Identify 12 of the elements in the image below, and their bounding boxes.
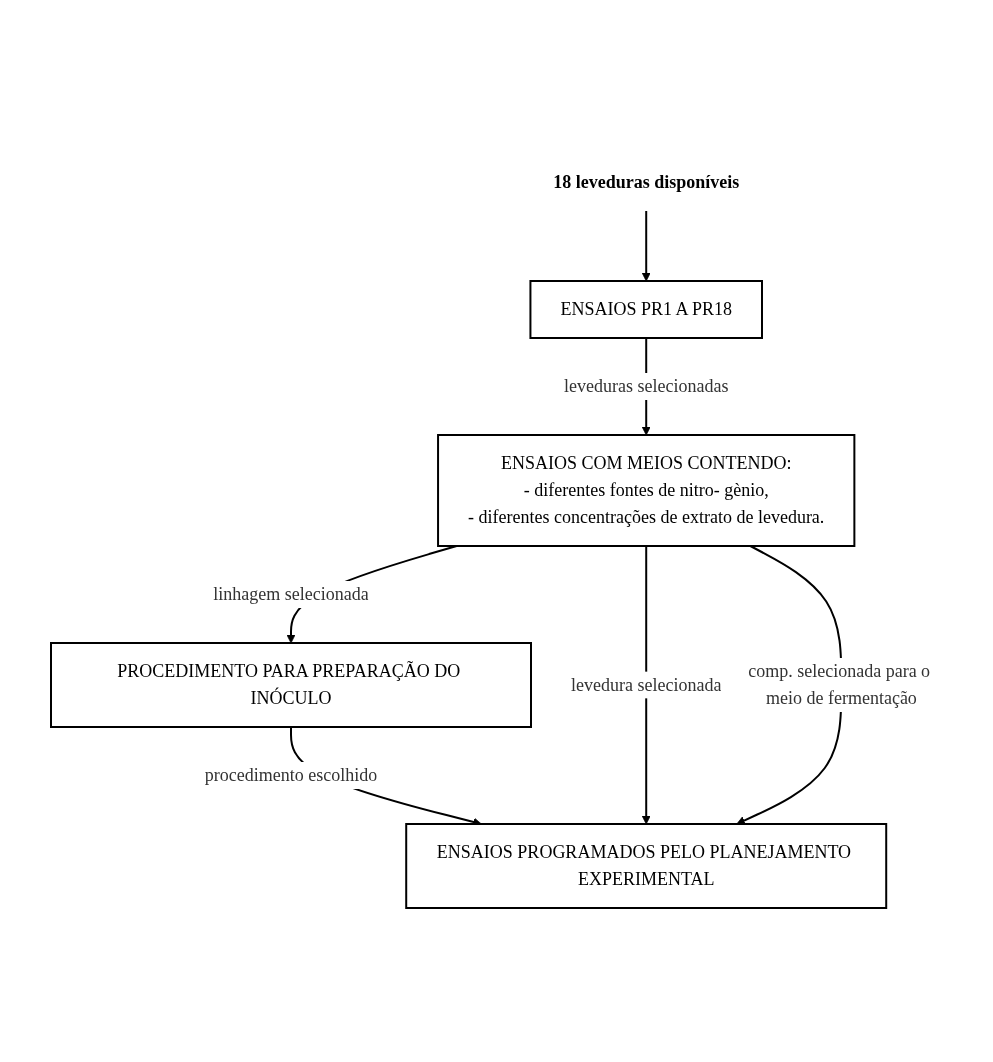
- node-box: ENSAIOS COM MEIOS CONTENDO: - diferentes fontes de nitro- gènio, - diferentes concentrações de extrato de levedura.: [437, 434, 856, 547]
- edge-label: leveduras selecionadas: [564, 376, 729, 396]
- arrow: [642, 210, 651, 282]
- edge-label: comp. selecionada para o meio de fermentação: [748, 661, 931, 708]
- node-text: 18 leveduras disponíveis: [553, 172, 740, 192]
- node-box: ENSAIOS PROGRAMADOS PELO PLANEJAMENTO EXPERIMENTAL: [405, 823, 888, 909]
- edge-label: procedimento escolhido: [205, 765, 378, 785]
- arrow: [642, 545, 651, 825]
- node-box: PROCEDIMENTO PARA PREPARAÇÃO DO INÓCULO: [50, 642, 533, 728]
- edge-label: linhagem selecionada: [213, 584, 369, 604]
- node-box: ENSAIOS PR1 A PR18: [529, 280, 764, 339]
- edge-label: levedura selecionada: [571, 674, 722, 695]
